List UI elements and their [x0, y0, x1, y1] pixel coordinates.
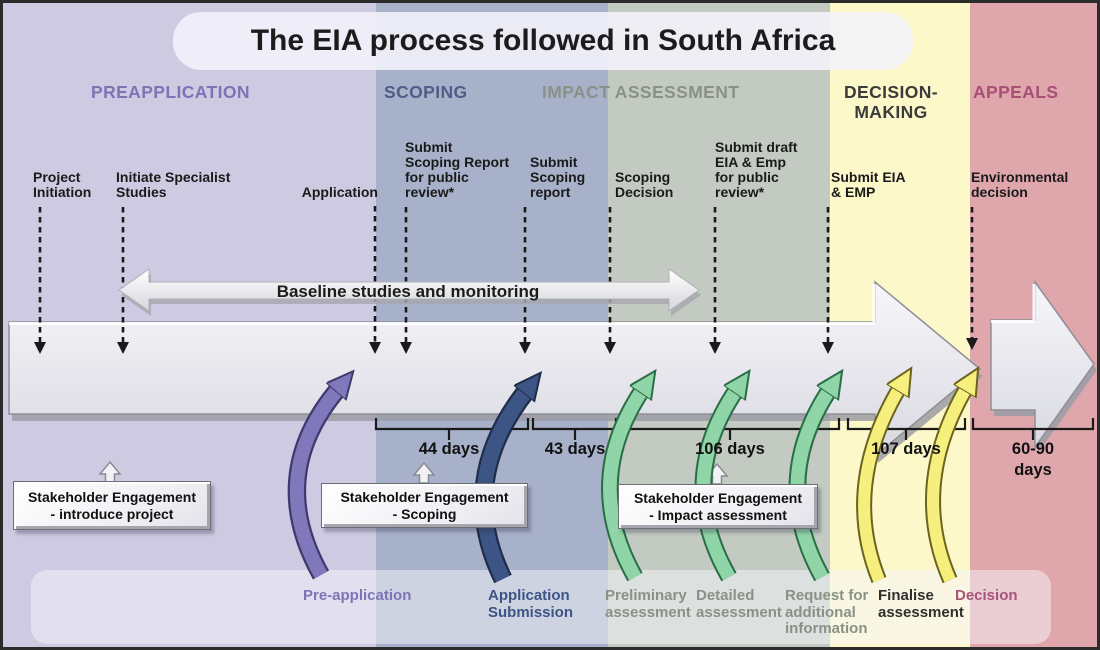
- phase-label-impact-assessment: IMPACT ASSESSMENT: [542, 82, 740, 102]
- baseline-studies-label: Baseline studies and monitoring: [276, 282, 540, 301]
- stakeholder-box-impact-assessment: Stakeholder Engagement- Impact assessmen…: [618, 484, 818, 529]
- page-title: The EIA process followed in South Africa: [250, 24, 836, 57]
- duration-43-days: 43 days: [544, 440, 606, 458]
- phase-label-preapplication: PREAPPLICATION: [91, 82, 250, 102]
- phase-label-scoping: SCOPING: [384, 82, 468, 102]
- title-box: The EIA process followed in South Africa: [173, 12, 913, 70]
- duration-107-days: 107 days: [871, 440, 941, 458]
- stakeholder-box-scoping: Stakeholder Engagement- Scoping: [321, 483, 528, 528]
- phase-label-decision-making: DECISION- MAKING: [843, 82, 939, 122]
- milestone-submit-eia-emp: Submit EIA& EMP: [831, 169, 906, 200]
- duration-106-days: 106 days: [695, 440, 765, 458]
- duration-44-days: 44 days: [418, 440, 480, 458]
- phase-label-appeals: APPEALS: [973, 82, 1059, 102]
- stage-label-decision: Decision: [955, 587, 1018, 604]
- stakeholder-box-introduce-project: Stakeholder Engagement- introduce projec…: [13, 481, 211, 530]
- milestone-application: Application: [301, 184, 378, 200]
- stage-label-pre-application: Pre-application: [303, 587, 412, 604]
